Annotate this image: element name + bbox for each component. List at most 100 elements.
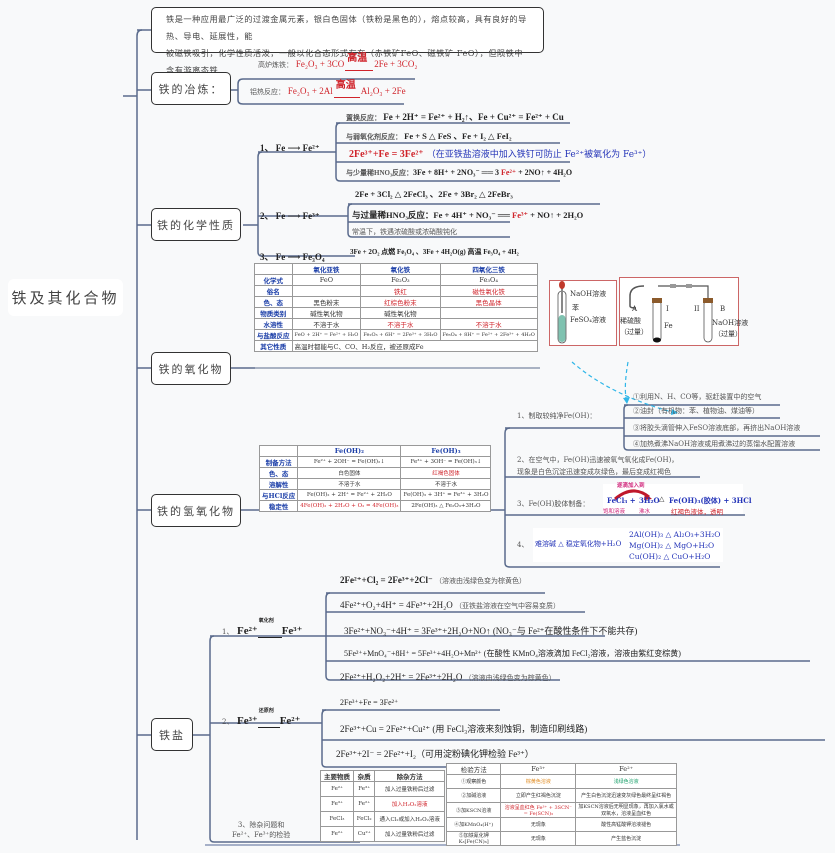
b1-from: Fe²⁺ (236, 625, 258, 637)
root-node[interactable]: 铁及其化合物 (8, 279, 123, 316)
salt-b2-r1: 2Fe³⁺+Fe = 3Fe²⁺ (340, 698, 399, 707)
hydroxide-cell: 白色固体 (297, 467, 402, 479)
impurity-cell: Fe²⁺ (319, 781, 355, 797)
oxide-cell (439, 307, 538, 319)
hydroxide-cell: Fe(OH)₃ + 3H⁺ = Fe³⁺ + 3H₂O (400, 489, 492, 501)
salt-b3-label[interactable]: 3、除杂问题和 Fe²⁺、Fe³⁺的检验 (232, 820, 290, 840)
salt-b1-r2: 4Fe²⁺+O₂+4H⁺ = 4Fe³⁺+2H₂O （亚铁盐溶液在空气中容易变质… (340, 600, 560, 611)
r2-label: 与弱氧化剂反应： (346, 133, 402, 141)
hydroxide-title: 铁的氢氧化物 (157, 504, 235, 518)
r1-label: 置换反应： (346, 114, 381, 122)
label-naoh2: NaOH溶液 (712, 319, 749, 327)
r1-eq: Fe + 2H⁺ = Fe²⁺ + H₂↑、Fe + Cu²⁺ = Fe²⁺ +… (383, 112, 564, 122)
hydroxide-p2-line-1[interactable]: 2、在空气中，Fe(OH)迅速被氧气氧化成Fe(OH)， (517, 456, 679, 464)
hydroxide-p1-label[interactable]: 1、制取较纯净Fe(OH)： (517, 412, 597, 420)
hydroxide-header-cell: Fe(OH)₂ (297, 445, 402, 457)
hydroxide-p1-item-4: ④加热煮沸NaOH溶液或用煮沸过的蒸馏水配置溶液 (633, 440, 796, 448)
hydroxide-p2-line-2: 现象是白色沉淀迅速变成灰绿色，最后变成红褐色 (517, 468, 671, 476)
oxide-cell: 磁性氧化铁 (439, 285, 538, 297)
test-header-cell: Fe³⁺ (500, 763, 577, 775)
oxide-cell: 碱性氧化物 (360, 307, 441, 319)
intro-node[interactable]: 铁是一种应用最广泛的过渡金属元素，银白色固体（铁粉是黑色的），熔点较高，具有良好… (151, 7, 544, 75)
oxide-row-key: 物质类别 (254, 307, 293, 319)
test-cell: 产生白色沉淀迅速变灰绿色最终呈红褐色 (575, 788, 677, 803)
salt-b2-label[interactable]: 2、 Fe³⁺还原剂 Fe²⁺ (222, 708, 300, 728)
r2-a: Fe + 4H⁺ + NO₃⁻ ══ (433, 210, 513, 220)
chem-b2-label[interactable]: 2、 Fe ⟶ Fe³⁺ (260, 211, 320, 221)
test-tube-icon (557, 281, 567, 344)
p4-eq-2: Mg(OH)₂ △ MgO+H₂O (629, 541, 715, 550)
oxide-header-cell (254, 263, 293, 275)
intro-line-1: 铁是一种应用最广泛的过渡金属元素，银白色固体（铁粉是黑色的），熔点较高，具有良好… (166, 14, 527, 41)
hydroxide-row-key: 稳定性 (258, 500, 299, 512)
chem-node[interactable]: 铁的化学性质 (151, 208, 241, 241)
label-feso4: FeSO₄溶液 (570, 316, 606, 324)
oxide-node[interactable]: 铁的氧化物 (151, 352, 231, 385)
oxide-cell: FeO (291, 274, 362, 286)
oxide-cell: 不溶于水 (439, 318, 538, 330)
oxide-header-cell: 氧化亚铁 (291, 263, 362, 275)
apparatus-right: A I II B 稀硫酸 （过量） Fe NaOH溶液 （过量） (619, 277, 748, 346)
oxide-row-key: 色、态 (254, 296, 293, 308)
hydroxide-p4-label[interactable]: 4、 (517, 541, 529, 549)
eq: 2Fe²⁺+Cl₂ = 2Fe³⁺+2Cl⁻ (340, 575, 433, 585)
test-cell: ①观察颜色 (445, 774, 502, 789)
note: （亚铁盐溶液在空气中容易变质） (454, 602, 560, 610)
test-cell: 加KSCN溶液后无明显现象，再加入氯水或双氧水，溶液呈血红色 (575, 802, 677, 818)
oxide-row-key: 与盐酸反应 (254, 329, 293, 341)
oxide-row: 其它性质高温时都能与C、CO、H₂反应，被还原成Fe (254, 340, 538, 352)
test-header-cell: Fe²⁺ (575, 763, 677, 775)
colloid-a-sub: 饱和溶液 (603, 509, 626, 515)
oxide-title: 铁的氧化物 (158, 362, 224, 376)
impurity-cell: Cu²⁺ (353, 826, 376, 842)
salt-b1-label[interactable]: 1、 Fe²⁺氧化剂 Fe³⁺ (222, 618, 303, 638)
impurity-cell: Fe²⁺ (319, 826, 355, 842)
blast-label: 高炉炼铁： (258, 61, 293, 69)
impurity-header-cell: 主要物质 (319, 770, 355, 782)
test-cell: 无现象 (500, 831, 577, 846)
oxide-cell: Fe₃O₄ (439, 274, 538, 286)
chem-b1-label[interactable]: 1、 Fe ⟶ Fe²⁺ (260, 143, 320, 153)
test-cell: ⑤加铁氰化钾 K₃[Fe(CN)₆] (445, 831, 502, 846)
hydroxide-row-key: 色、态 (258, 467, 299, 479)
blast-eq: Fe₂O₃ + 3CO (295, 59, 345, 69)
b1-to: Fe³⁺ (281, 625, 303, 637)
smelting-title: 铁的冶炼： (158, 82, 224, 96)
smelting-node[interactable]: 铁的冶炼： (151, 72, 231, 105)
salt-b2-r3: 2Fe³⁺+2I⁻ = 2Fe²⁺+I₂（可用淀粉碘化钾检验 Fe³⁺） (336, 747, 534, 760)
hydroxide-cell: 红褐色固体 (400, 467, 492, 479)
hydroxide-p1-item-1: ①利用N、H、CO等，驱赶装置中的空气 (633, 393, 762, 401)
r2-label: 与过量稀HNO₃反应： (352, 210, 434, 220)
oxide-cell (291, 285, 362, 297)
oxide-row-key: 水溶性 (254, 318, 293, 330)
test-cell: ②加碱溶液 (445, 788, 502, 803)
impurity-cell: Fe²⁺ (353, 796, 376, 812)
test-cell: 溶液呈血红色 Fe³⁺ + 3SCN⁻ = Fe(SCN)₃ (500, 802, 577, 818)
chem-b1-r4: 与少量稀HNO₃反应：3Fe + 8H⁺ + 2NO₃⁻ ══ 3 Fe²⁺ +… (346, 167, 572, 178)
hydroxide-header-cell (258, 445, 299, 457)
r2-eq: Fe + S △ FeS 、Fe + I₂ △ FeI₂ (404, 131, 512, 141)
b3-line-2: Fe²⁺、Fe³⁺的检验 (232, 831, 291, 839)
hydroxide-node[interactable]: 铁的氢氧化物 (151, 494, 241, 527)
eq: 2Fe³⁺+2I⁻ = 2Fe²⁺+I₂ (336, 749, 417, 759)
oxide-cell: 高温时都能与C、CO、H₂反应，被还原成Fe (291, 340, 538, 352)
hydroxide-p1-item-2: ②油封（有机物：苯、植物油、煤油等） (633, 407, 759, 415)
impurity-cell: 加入过量铁粉后过滤 (374, 826, 445, 842)
hydroxide-cell: 4Fe(OH)₂ + 2H₂O + O₂ = 4Fe(OH)₃ (297, 500, 402, 512)
hydroxide-cell: 不溶于水 (400, 478, 492, 490)
r2-red: Fe³⁺ (512, 210, 529, 220)
b2-from: Fe³⁺ (236, 715, 258, 727)
chem-b2-r1: 2Fe + 3Cl₂ △ 2FeCl₃ 、2Fe + 3Br₂ △ 2FeBr₃ (355, 189, 513, 199)
hydroxide-p3-label[interactable]: 3、Fe(OH)胶体制备： (517, 500, 590, 508)
chem-b3-label[interactable]: 3、 Fe ⟶ Fe₃O₄ (260, 252, 325, 262)
salt-node[interactable]: 铁盐 (151, 718, 193, 751)
r2-b: + NO↑ + 2H₂O (528, 210, 584, 220)
intro-line-2: 被磁铁吸引，化学性质活泼，一般以化合态形式存在（赤铁矿FeO、磁铁矿 FeO），… (166, 48, 524, 75)
